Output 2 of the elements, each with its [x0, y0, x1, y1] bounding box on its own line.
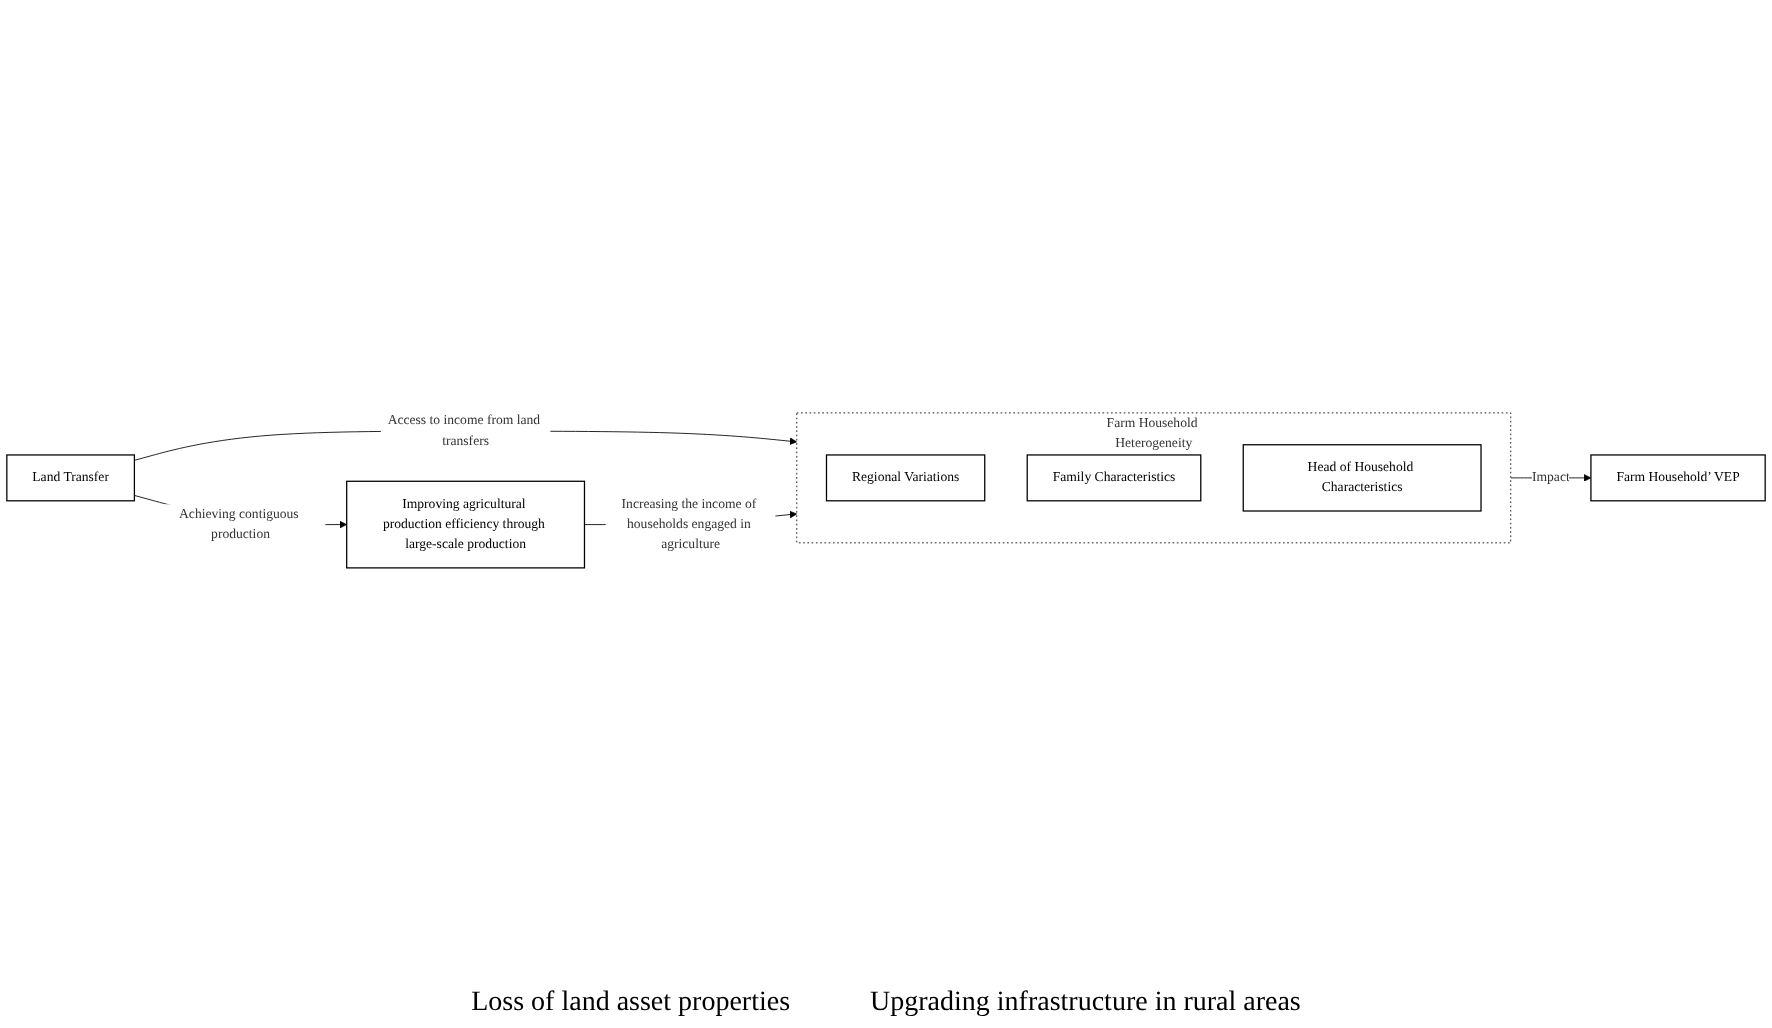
note-text: Loss of land asset properties — [471, 988, 791, 1020]
note-text: Upgrading infrastructure in rural areas — [870, 988, 1301, 1020]
